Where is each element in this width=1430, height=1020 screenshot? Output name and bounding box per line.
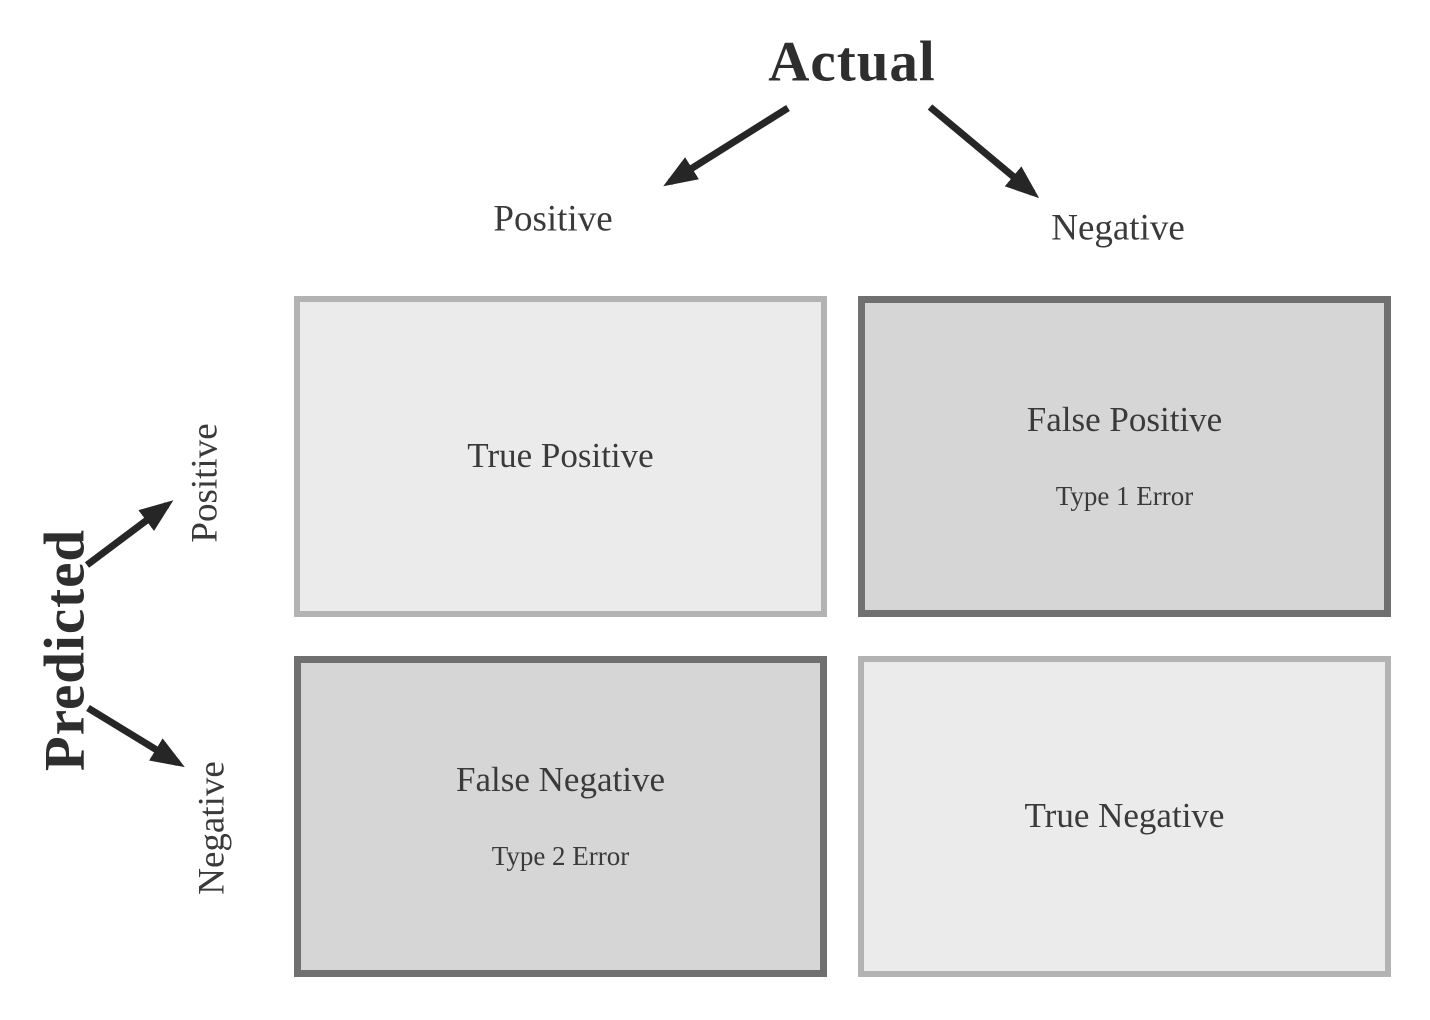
cell-subtitle: Type 1 Error — [1055, 480, 1194, 511]
actual-to-negative-arrow-icon — [927, 104, 1040, 199]
actual-to-positive-arrow-icon — [663, 105, 790, 187]
cell-subtitle: Type 2 Error — [491, 840, 630, 871]
column-label-positive: Positive — [493, 198, 613, 240]
cell-false-positive: False Positive Type 1 Error — [858, 296, 1391, 617]
actual-axis-title: Actual — [768, 30, 936, 94]
row-label-positive: Positive — [184, 423, 226, 543]
cell-true-positive: True Positive — [294, 296, 827, 617]
cell-title: True Negative — [1024, 796, 1225, 836]
cell-true-negative: True Negative — [858, 656, 1391, 977]
cell-false-negative: False Negative Type 2 Error — [294, 656, 827, 977]
cell-title: False Negative — [456, 760, 665, 800]
cell-title: False Positive — [1026, 400, 1223, 440]
predicted-to-positive-arrow-icon — [84, 500, 174, 568]
row-label-negative: Negative — [191, 761, 233, 895]
cell-title: True Positive — [467, 436, 654, 476]
column-label-negative: Negative — [1051, 207, 1185, 249]
predicted-to-negative-arrow-icon — [86, 705, 185, 768]
